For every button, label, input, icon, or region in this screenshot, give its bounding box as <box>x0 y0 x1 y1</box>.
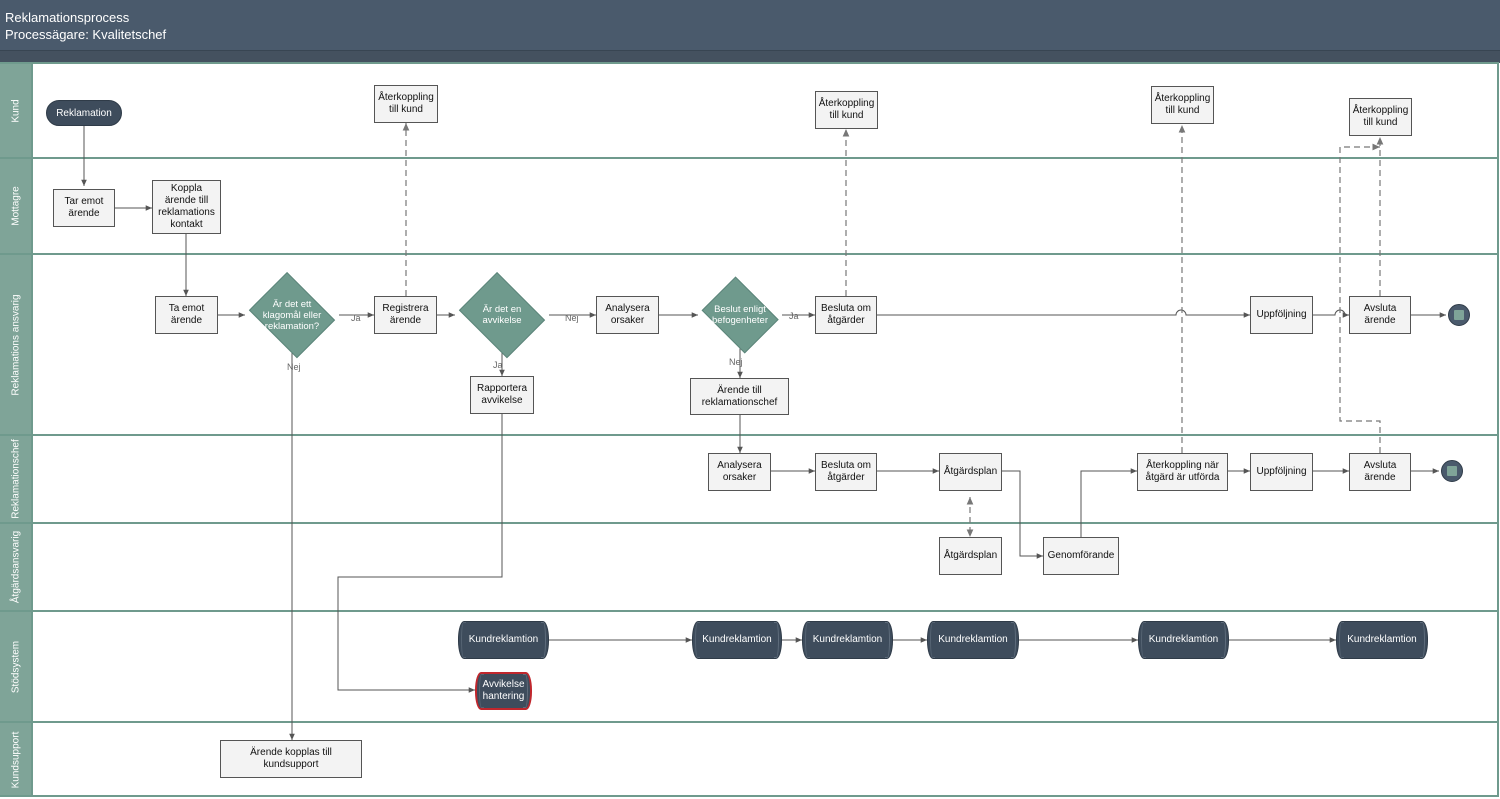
lane-label-kundsupport: Kundsupport <box>0 723 33 797</box>
database-kundreklamtion-3[interactable]: Kundreklamtion <box>802 621 893 659</box>
lane-label-reklamations-ansvarig: Reklamations ansvarig <box>0 255 33 434</box>
dashed-avsluta2-aterkoppling <box>1339 143 1381 453</box>
end-node-2 <box>1441 460 1463 482</box>
atgardsplan-ansvarig[interactable]: Åtgärdsplan <box>939 537 1002 575</box>
arende-kopplas-till-kundsupport[interactable]: Ärende kopplas till kundsupport <box>220 740 362 778</box>
edge-label-nej-2: Nej <box>565 313 579 323</box>
edge-besluta-uppfoljning <box>877 309 1250 318</box>
analysera-orsaker-1[interactable]: Analysera orsaker <box>596 296 659 334</box>
lane-kund: Kund <box>0 62 1499 157</box>
lane-atgardsansvarig: Åtgärdsansvarig <box>0 522 1499 610</box>
besluta-om-atgarder-2[interactable]: Besluta om åtgärder <box>815 453 877 491</box>
database-kundreklamtion-5[interactable]: Kundreklamtion <box>1138 621 1229 659</box>
lane-stodsystem: Stödsystem <box>0 610 1499 721</box>
edge-label-nej-3: Nej <box>729 357 743 367</box>
swimlane-container: Kund Mottagre Reklamations ansvarig Rekl… <box>0 62 1500 799</box>
avsluta-arende-2[interactable]: Avsluta ärende <box>1349 453 1411 491</box>
process-header: Reklamationsprocess Processägare: Kvalit… <box>0 0 1500 63</box>
database-kundreklamtion-4[interactable]: Kundreklamtion <box>927 621 1019 659</box>
uppfoljning-1[interactable]: Uppföljning <box>1250 296 1313 334</box>
edge-atgardsplan-genomforande <box>1002 470 1043 559</box>
decision-avvikelse[interactable]: Är det en avvikelse <box>455 278 549 352</box>
start-reklamation[interactable]: Reklamation <box>46 100 122 126</box>
edge-label-ja-3: Ja <box>789 311 799 321</box>
lane-label-reklamationschef: Reklamationschef <box>0 436 33 522</box>
edge-label-ja-2: Ja <box>493 360 503 370</box>
edge-genomforande-aterkoppling <box>1080 468 1137 537</box>
aterkoppling-nar-atgard-utforda[interactable]: Återkoppling när åtgärd är utförda <box>1137 453 1228 491</box>
lane-label-kund: Kund <box>0 64 33 157</box>
aterkoppling-box-2[interactable]: Återkoppling till kund <box>815 91 878 129</box>
process-owner: Processägare: Kvalitetschef <box>5 27 167 42</box>
lane-label-stodsystem: Stödsystem <box>0 612 33 721</box>
tar-emot-arende[interactable]: Tar emot ärende <box>53 189 115 227</box>
lane-reklamations-ansvarig: Reklamations ansvarig <box>0 253 1499 434</box>
aterkoppling-box-4[interactable]: Återkoppling till kund <box>1349 98 1412 136</box>
end-node-1 <box>1448 304 1470 326</box>
edge-label-ja-1: Ja <box>351 313 361 323</box>
edge-label-nej-1: Nej <box>287 362 301 372</box>
lane-label-mottagare: Mottagre <box>0 159 33 253</box>
edge-rapportera-avvikelse-hantering <box>337 413 503 693</box>
koppla-arende[interactable]: Koppla ärende till reklamations kontakt <box>152 180 221 234</box>
decision-beslut[interactable]: Beslut enligt befogenheter <box>698 282 782 348</box>
lane-reklamationschef: Reklamationschef <box>0 434 1499 522</box>
decision-klagomal[interactable]: Är det ett klagomål eller reklamation? <box>245 278 339 352</box>
avsluta-arende-1[interactable]: Avsluta ärende <box>1349 296 1411 334</box>
process-title: Reklamationsprocess <box>5 10 130 25</box>
uppfoljning-2[interactable]: Uppföljning <box>1250 453 1313 491</box>
rapportera-avvikelse[interactable]: Rapportera avvikelse <box>470 376 534 414</box>
aterkoppling-box-1[interactable]: Återkoppling till kund <box>374 85 438 123</box>
edge-uppfoljning-avsluta <box>1313 309 1349 318</box>
genomforande[interactable]: Genomförande <box>1043 537 1119 575</box>
besluta-om-atgarder-1[interactable]: Besluta om åtgärder <box>815 296 877 334</box>
lane-mottagare: Mottagre <box>0 157 1499 253</box>
database-kundreklamtion-1[interactable]: Kundreklamtion <box>458 621 549 659</box>
lane-label-atgardsansvarig: Åtgärdsansvarig <box>0 524 33 610</box>
arende-till-reklamationschef[interactable]: Ärende till reklamationschef <box>690 378 789 415</box>
atgardsplan-chef[interactable]: Åtgärdsplan <box>939 453 1002 491</box>
header-strip <box>0 50 1500 63</box>
registrera-arende[interactable]: Registrera ärende <box>374 296 437 334</box>
aterkoppling-box-3[interactable]: Återkoppling till kund <box>1151 86 1214 124</box>
database-kundreklamtion-2[interactable]: Kundreklamtion <box>692 621 782 659</box>
database-kundreklamtion-6[interactable]: Kundreklamtion <box>1336 621 1428 659</box>
database-avvikelse-hantering[interactable]: Avvikelse hantering <box>475 672 532 710</box>
ta-emot-arende[interactable]: Ta emot ärende <box>155 296 218 334</box>
analysera-orsaker-2[interactable]: Analysera orsaker <box>708 453 771 491</box>
lane-kundsupport: Kundsupport <box>0 721 1499 797</box>
